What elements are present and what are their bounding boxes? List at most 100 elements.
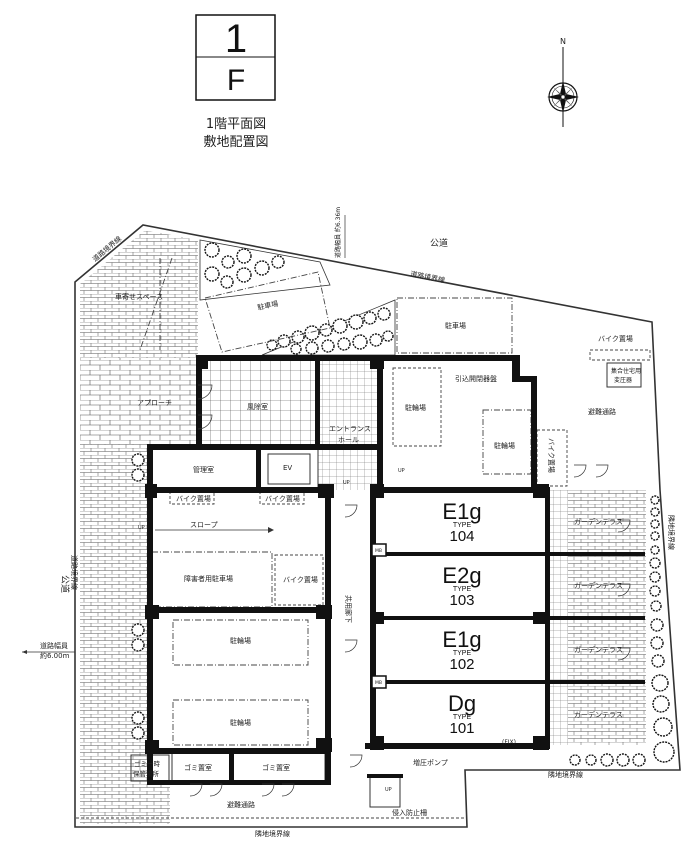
bike-parking-label: バイク置場 [283,575,318,584]
tree-icon [652,695,670,713]
mb-label: MB [375,548,382,554]
paving [150,782,170,824]
public-road-left-label: 公道 [59,575,71,593]
ev-label: EV [283,464,292,472]
door-swing-icon [617,583,631,597]
tree-icon [236,267,252,283]
transformer-label-2: 変圧器 [614,376,632,384]
evacuation-route-label: 避難通路 [227,800,255,809]
approach-label: アプローチ [137,399,172,407]
bike-area [589,349,651,361]
floor-title: 1 F 1階平面図 敷地配置図 [195,14,276,150]
garden-terrace-label: ガーデンテラス [574,710,623,719]
bike-parking-label: バイク置場 [547,438,556,473]
windbreak-floor [198,358,318,444]
bicycle-area [172,699,309,746]
door-swing-icon [281,783,295,797]
booster-pump-label: 増圧ポンプ [413,758,448,767]
unit-103: E2g TYPE 103 ガーデンテラス [442,563,622,609]
door-swing-icon [344,504,358,518]
bicycle-label: 駐輪場 [230,636,251,645]
tree-icon [600,753,614,767]
garbage-room-label: ゴミ置室 [184,763,212,772]
tree-icon [204,242,220,258]
bike-parking-label: バイク置場 [265,494,300,503]
bike-parking-label: バイク置場 [176,494,211,503]
tree-icon [305,341,319,355]
parking-label: 駐車場 [445,321,466,330]
tree-icon [131,638,145,652]
mb-box [371,675,387,689]
garden-terrace-label: ガーデンテラス [574,517,623,526]
tree-icon [650,519,660,529]
tree-icon [304,325,320,341]
garden-terrace-label: ガーデンテラス [574,581,623,590]
tree-icon [291,330,305,344]
tree-icon [290,343,302,355]
tree-icon [319,323,333,337]
tree-icon [377,307,391,321]
tree-icon [131,468,145,482]
tree-icon [649,571,661,583]
bike-area [274,554,324,606]
mb-label: MB [375,680,382,686]
tree-icon [221,255,235,269]
planter [199,239,331,301]
tree-icon [348,314,364,330]
door-swing-icon [617,647,631,661]
door-swing-icon [209,783,223,797]
common-corridor-label: 共用廊下 [344,595,353,623]
garbage-temp-label-2: 保管場所 [133,769,160,778]
entrance-floor [318,358,380,490]
tree-icon [653,717,673,737]
tree-icon [131,623,145,637]
tree-icon [363,311,377,325]
tree-icon [651,654,665,668]
tree-icon [332,318,348,334]
management-room-label: 管理室 [193,465,214,474]
unit-type-label: TYPE [453,522,472,529]
doors [189,384,631,797]
door-swing-icon [197,384,213,400]
neighbor-boundary-right-label: 隣地境界線 [667,515,676,550]
walls [145,355,645,785]
accessible-parking-label: 障害者用駐車場 [184,574,233,583]
tree-icon [650,507,660,517]
tree-icon [277,334,291,348]
north-label: N [560,37,566,46]
tree-icon [632,753,646,767]
fix-window-label: (FIX) [502,739,516,746]
road-boundary-top-label: 道路境界線 [410,269,446,285]
unit-type-label: TYPE [453,586,472,593]
tree-icon [369,333,383,347]
neighbor-boundary-bottom-right-label: 隣地境界線 [548,770,583,779]
drop-off-label: 車寄せスペース [115,292,163,301]
tree-icon [616,753,630,767]
unit-type: E1g [442,499,481,524]
site-plan-title: 敷地配置図 [203,135,268,150]
road-width-top-label: 道路幅員 約6.36m [334,207,342,258]
public-road-top-label: 公道 [430,237,448,249]
tree-icon [651,674,669,692]
tree-icon [352,334,368,350]
bicycle-area [172,619,309,666]
tree-icon [585,754,597,766]
tree-icon [131,711,145,725]
mb-box [371,543,387,557]
transformer [606,362,642,388]
tree-icon [204,266,220,282]
compass-rose-icon: N [547,37,579,127]
tree-icon [236,248,252,264]
trees [131,242,675,767]
tree-icon [650,545,660,555]
tree-icon [382,330,394,342]
door-swing-icon [344,639,358,653]
tree-icon [569,754,581,766]
tree-icon [650,495,660,505]
tree-icon [321,339,335,353]
neighbor-boundary-bottom-label: 隣地境界線 [255,829,290,838]
unit-type: E2g [442,563,481,588]
garbage-room-label: ゴミ置室 [262,763,290,772]
unit-104: E1g TYPE 104 ガーデンテラス [442,499,622,545]
tree-icon [337,337,351,351]
